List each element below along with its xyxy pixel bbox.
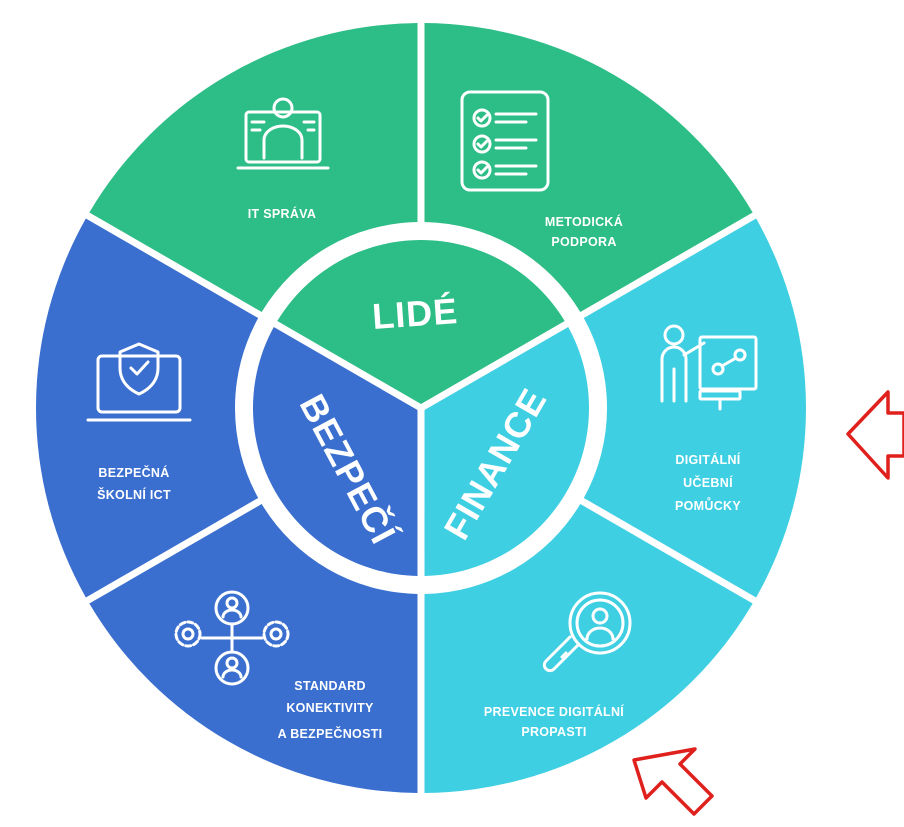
segment-standard-konektivity: STANDARD KONEKTIVITY A BEZPEČNOSTI [174, 590, 383, 741]
inner-label-lide: LIDÉ [371, 290, 460, 337]
magnifier-person-icon [542, 591, 632, 673]
label-standard-line3: A BEZPEČNOSTI [278, 726, 383, 741]
arrow-bottom-icon [632, 747, 714, 816]
label-digitalni-line1: DIGITÁLNÍ [675, 452, 740, 467]
inner-segments [252, 240, 590, 576]
label-standard-line2: KONEKTIVITY [286, 701, 374, 715]
outer-sector-bezpecna [35, 218, 259, 598]
inner-sector-finance [424, 327, 590, 576]
outer-sector-standard [89, 504, 418, 793]
label-bezpecna-line1: BEZPEČNÁ [98, 465, 169, 480]
outer-sector-metodicka [424, 23, 753, 312]
label-metodicka-line1: METODICKÁ [545, 214, 623, 229]
label-standard-line1: STANDARD [294, 679, 366, 693]
segment-bezpecna-skolni-ict: BEZPEČNÁ ŠKOLNÍ ICT [86, 342, 192, 502]
inner-sector-lide [277, 240, 565, 404]
checklist-icon [460, 90, 550, 192]
teacher-presenting-icon [660, 324, 758, 411]
outer-sector-prevence [424, 504, 753, 793]
segment-prevence-digitalni-propasti: PREVENCE DIGITÁLNÍ PROPASTI [484, 591, 632, 739]
outer-sector-digitalni [583, 218, 806, 598]
segment-digitalni-ucebni-pomucky: DIGITÁLNÍ UČEBNÍ POMŮCKY [660, 324, 758, 513]
label-prevence-line2: PROPASTI [521, 725, 586, 739]
segment-it-sprava: IT SPRÁVA [236, 97, 330, 221]
inner-sector-bezpeci [252, 327, 418, 576]
segment-metodicka-podpora: METODICKÁ PODPORA [460, 90, 623, 249]
label-it-sprava: IT SPRÁVA [248, 206, 316, 221]
network-gears-icon [174, 590, 290, 686]
secure-laptop-icon [86, 342, 192, 422]
arrow-right-icon [846, 390, 904, 480]
label-digitalni-line2: UČEBNÍ [683, 475, 733, 490]
label-prevence-line1: PREVENCE DIGITÁLNÍ [484, 704, 624, 719]
label-bezpecna-line2: ŠKOLNÍ ICT [97, 487, 171, 502]
label-digitalni-line3: POMŮCKY [675, 497, 741, 513]
label-metodicka-line2: PODPORA [551, 235, 616, 249]
outer-segments [35, 23, 806, 793]
person-at-computer-icon [236, 97, 330, 170]
